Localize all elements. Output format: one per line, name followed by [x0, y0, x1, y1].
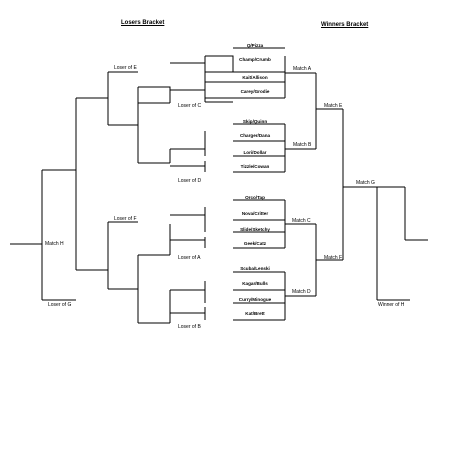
winners-bracket-title: Winners Bracket	[321, 22, 369, 28]
team-slot: Slide/Sketchy	[240, 227, 270, 232]
match-a-label: Match A	[293, 66, 312, 72]
team-slot: Lori/Dollar	[243, 150, 267, 155]
team-slot: Skip/Quinn	[242, 119, 268, 124]
loser-of-d-label: Loser of D	[178, 178, 202, 184]
team-slot: Carey/Grodie	[240, 89, 270, 94]
team-slot: Nova/Critter	[241, 211, 269, 216]
loser-of-a-label: Loser of A	[178, 255, 201, 261]
match-c-label: Match C	[292, 218, 311, 224]
match-e-label: Match E	[324, 103, 343, 109]
team-slot: Champ/Crumb	[239, 57, 271, 62]
team-slot: Q/Pizza	[246, 43, 264, 48]
team-slot: Geek/Catz	[243, 241, 267, 246]
team-slot: Kagar/Bulls	[242, 281, 268, 286]
team-slot: Orco/Tap	[245, 195, 265, 200]
loser-of-b-label: Loser of B	[178, 324, 201, 330]
match-d-label: Match D	[292, 289, 311, 295]
losers-bracket-title: Losers Bracket	[121, 20, 165, 26]
team-slot: Tizzle/Cowan	[240, 164, 270, 169]
match-h-label: Match H	[45, 241, 64, 247]
match-g-label: Match G	[356, 180, 375, 186]
loser-of-g-label: Loser of G	[48, 302, 72, 308]
loser-of-e-label: Loser of E	[114, 65, 137, 71]
team-slot: Charger/Dana	[239, 133, 271, 138]
team-slot: Curry/Minogue	[238, 297, 272, 302]
loser-of-c-label: Loser of C	[178, 103, 202, 109]
winner-of-h-label: Winner of H	[378, 302, 405, 308]
team-slot: Scuba/Lenski	[240, 266, 270, 271]
match-f-label: Match F	[324, 255, 343, 261]
match-b-label: Match B	[293, 142, 312, 148]
team-slot: Kait/Allison	[242, 75, 268, 80]
loser-of-f-label: Loser of F	[114, 216, 137, 222]
team-slot: Kat/Brett	[245, 311, 265, 316]
